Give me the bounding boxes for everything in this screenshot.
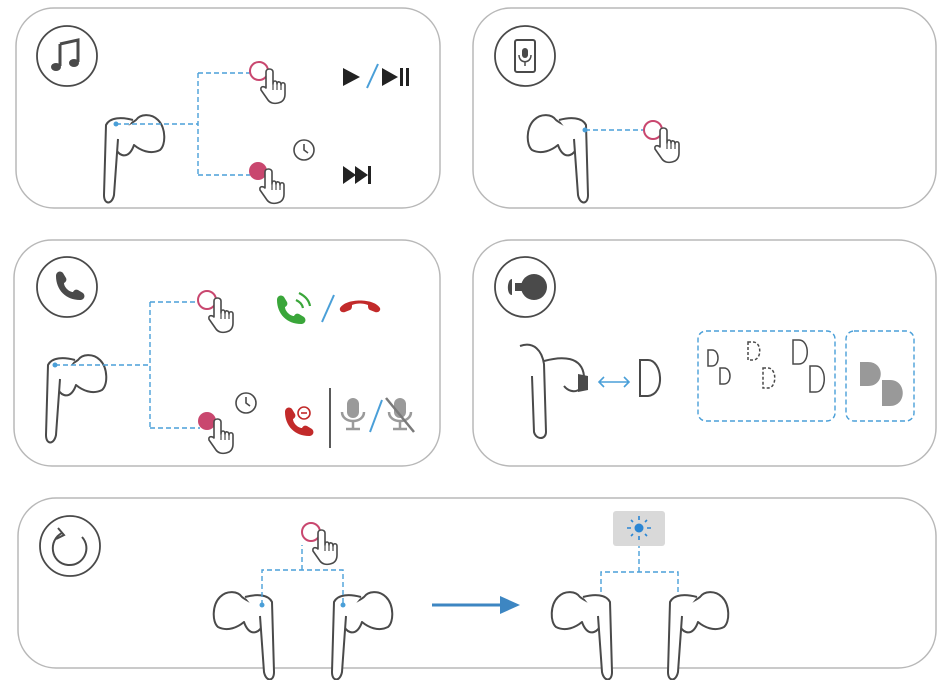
phone-icon xyxy=(37,257,97,317)
panel-reset xyxy=(18,498,936,680)
reset-arrow-icon xyxy=(40,516,100,576)
panel-voice-assistant xyxy=(473,8,936,208)
panel-ear-tips xyxy=(473,240,936,466)
panel-music xyxy=(16,8,440,208)
panel-calls xyxy=(14,240,440,466)
led-light-icon xyxy=(613,511,665,546)
music-note-icon xyxy=(37,26,97,86)
phone-microphone-icon xyxy=(495,26,555,86)
ear-tip-icon xyxy=(495,257,555,317)
